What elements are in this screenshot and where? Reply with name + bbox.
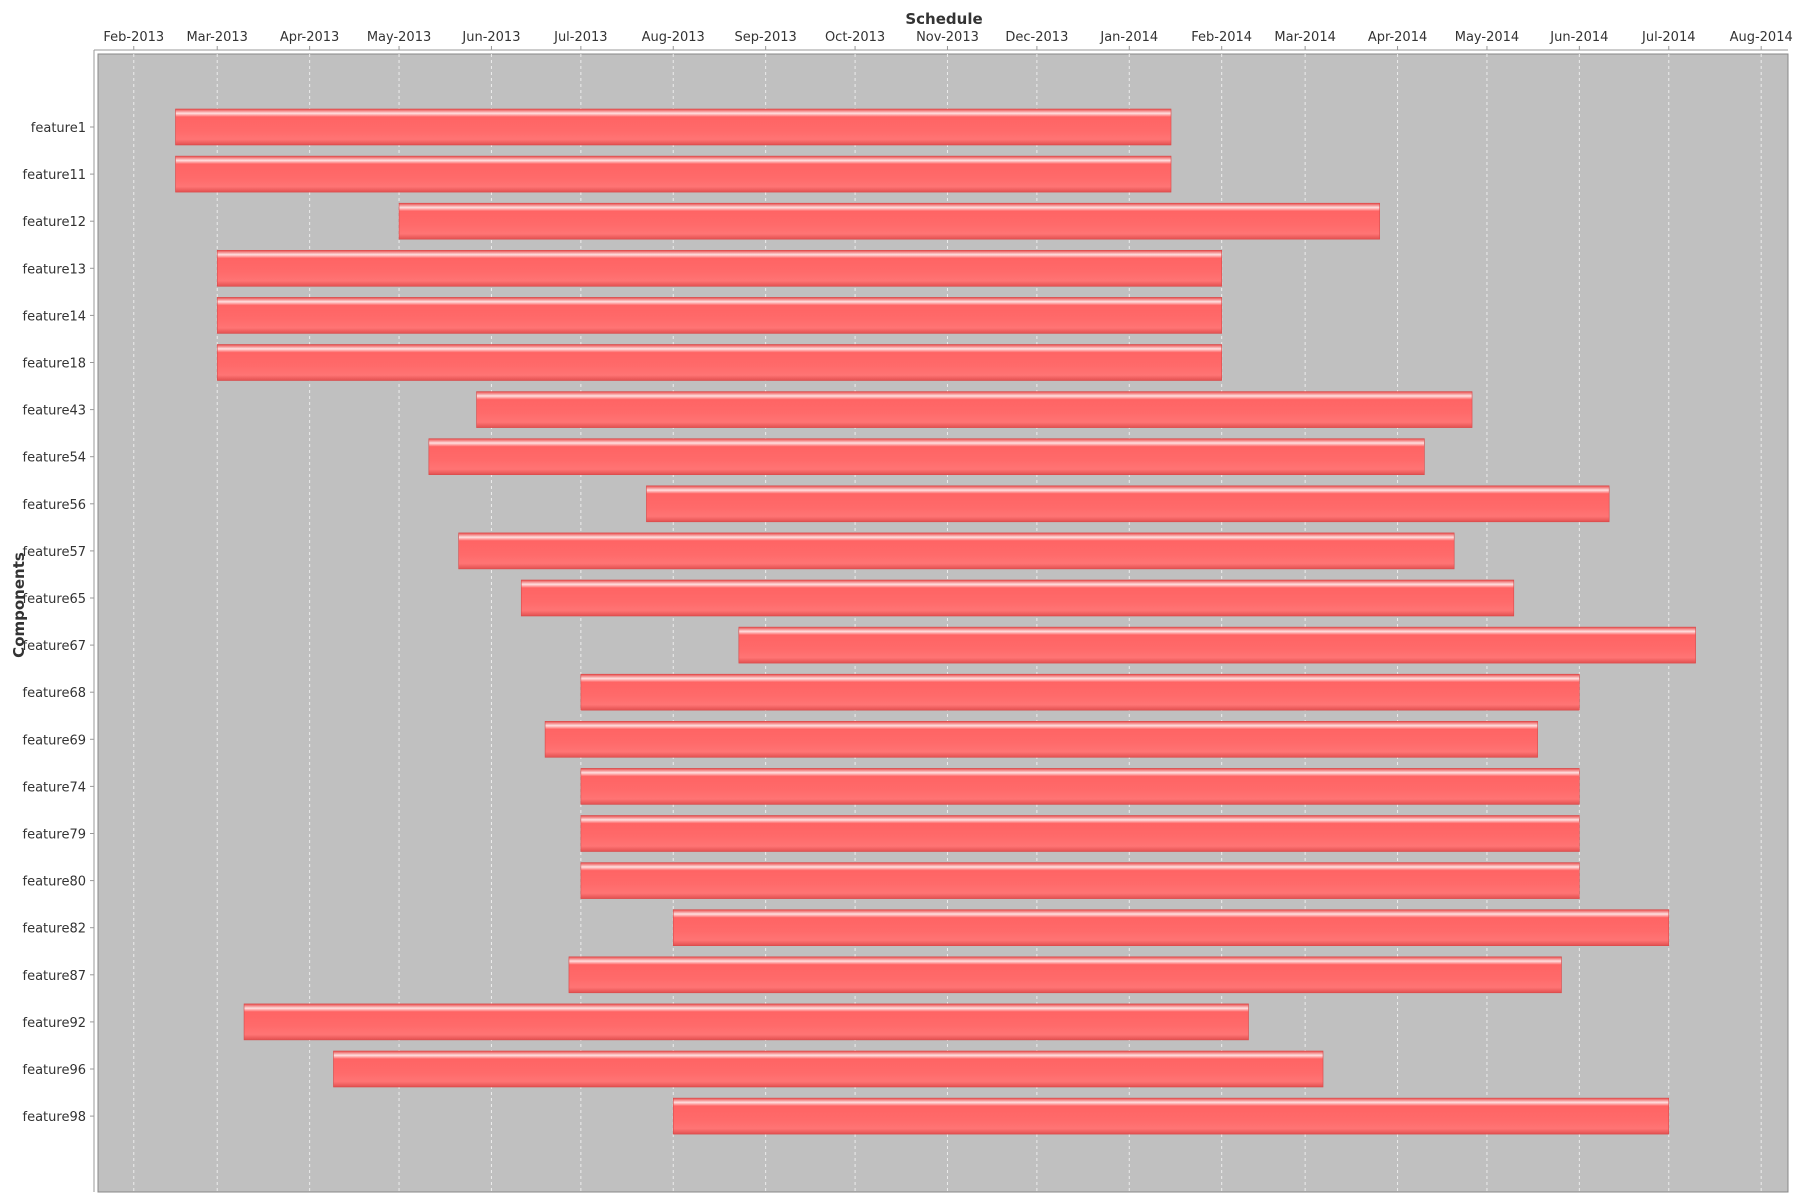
y-category-label: feature12 — [23, 215, 86, 230]
y-category-label: feature92 — [23, 1016, 86, 1031]
task-bar — [428, 438, 1425, 476]
y-category-label: feature80 — [23, 875, 86, 890]
task-bar — [580, 862, 1580, 899]
y-category-label: feature79 — [23, 828, 86, 843]
task-bar — [520, 579, 1515, 617]
task-bar — [216, 344, 1222, 381]
y-category-label: feature74 — [23, 780, 86, 795]
y-category-label: feature43 — [23, 404, 86, 419]
task-bar — [175, 155, 1172, 193]
y-category-label: feature57 — [23, 545, 86, 560]
x-tick-label: Apr-2013 — [280, 30, 339, 45]
y-category-label: feature67 — [23, 639, 86, 654]
y-axis-title: Components — [10, 552, 28, 658]
y-category-label: feature96 — [23, 1063, 86, 1078]
x-tick-label: Nov-2013 — [916, 30, 979, 45]
x-tick-label: Jul-2013 — [553, 30, 607, 45]
task-bar — [738, 626, 1696, 664]
task-bar — [646, 485, 1610, 523]
x-tick-label: Oct-2013 — [825, 30, 885, 45]
y-category-label: feature1 — [31, 121, 86, 136]
y-category-label: feature56 — [23, 498, 86, 513]
x-tick-label: Jun-2014 — [1549, 30, 1608, 45]
task-bar — [175, 108, 1172, 146]
plot-area — [97, 53, 1789, 1193]
y-category-label: feature82 — [23, 922, 86, 937]
task-bar — [672, 909, 1670, 947]
x-tick-label: Aug-2014 — [1730, 30, 1793, 45]
task-bar — [333, 1050, 1324, 1088]
y-category-label: feature65 — [23, 592, 86, 607]
x-tick-label: Feb-2014 — [1191, 30, 1252, 45]
task-bar — [568, 956, 1562, 994]
x-tick-label: Aug-2013 — [642, 30, 705, 45]
task-bar — [544, 720, 1538, 758]
task-bar — [580, 815, 1580, 852]
x-tick-label: Apr-2014 — [1368, 30, 1427, 45]
x-tick-label: Mar-2013 — [186, 30, 247, 45]
task-bar — [398, 202, 1380, 240]
y-category-label: feature69 — [23, 733, 86, 748]
x-tick-label: Feb-2013 — [103, 30, 164, 45]
task-bar — [458, 532, 1455, 570]
task-bar — [476, 391, 1473, 428]
x-tick-label: May-2013 — [367, 30, 431, 45]
task-bar — [216, 297, 1222, 334]
y-category-label: feature11 — [23, 168, 86, 183]
task-bar — [672, 1097, 1670, 1135]
task-bar — [580, 768, 1580, 805]
y-category-label: feature87 — [23, 969, 86, 984]
y-category-label: feature54 — [23, 451, 86, 466]
x-tick-label: May-2014 — [1455, 30, 1519, 45]
x-tick-label: Mar-2014 — [1274, 30, 1335, 45]
task-bar — [243, 1003, 1249, 1041]
y-category-label: feature98 — [23, 1110, 86, 1125]
task-bar — [580, 673, 1580, 711]
chart-title: Schedule — [905, 10, 982, 28]
x-tick-label: Dec-2013 — [1005, 30, 1068, 45]
x-tick-label: Sep-2013 — [735, 30, 797, 45]
task-bar — [216, 250, 1222, 287]
x-tick-label: Jan-2014 — [1099, 30, 1158, 45]
y-category-label: feature18 — [23, 357, 86, 372]
y-category-label: feature14 — [23, 309, 86, 324]
y-category-label: feature68 — [23, 686, 86, 701]
x-tick-label: Jul-2014 — [1641, 30, 1695, 45]
x-tick-label: Jun-2013 — [461, 30, 520, 45]
y-category-label: feature13 — [23, 262, 86, 277]
